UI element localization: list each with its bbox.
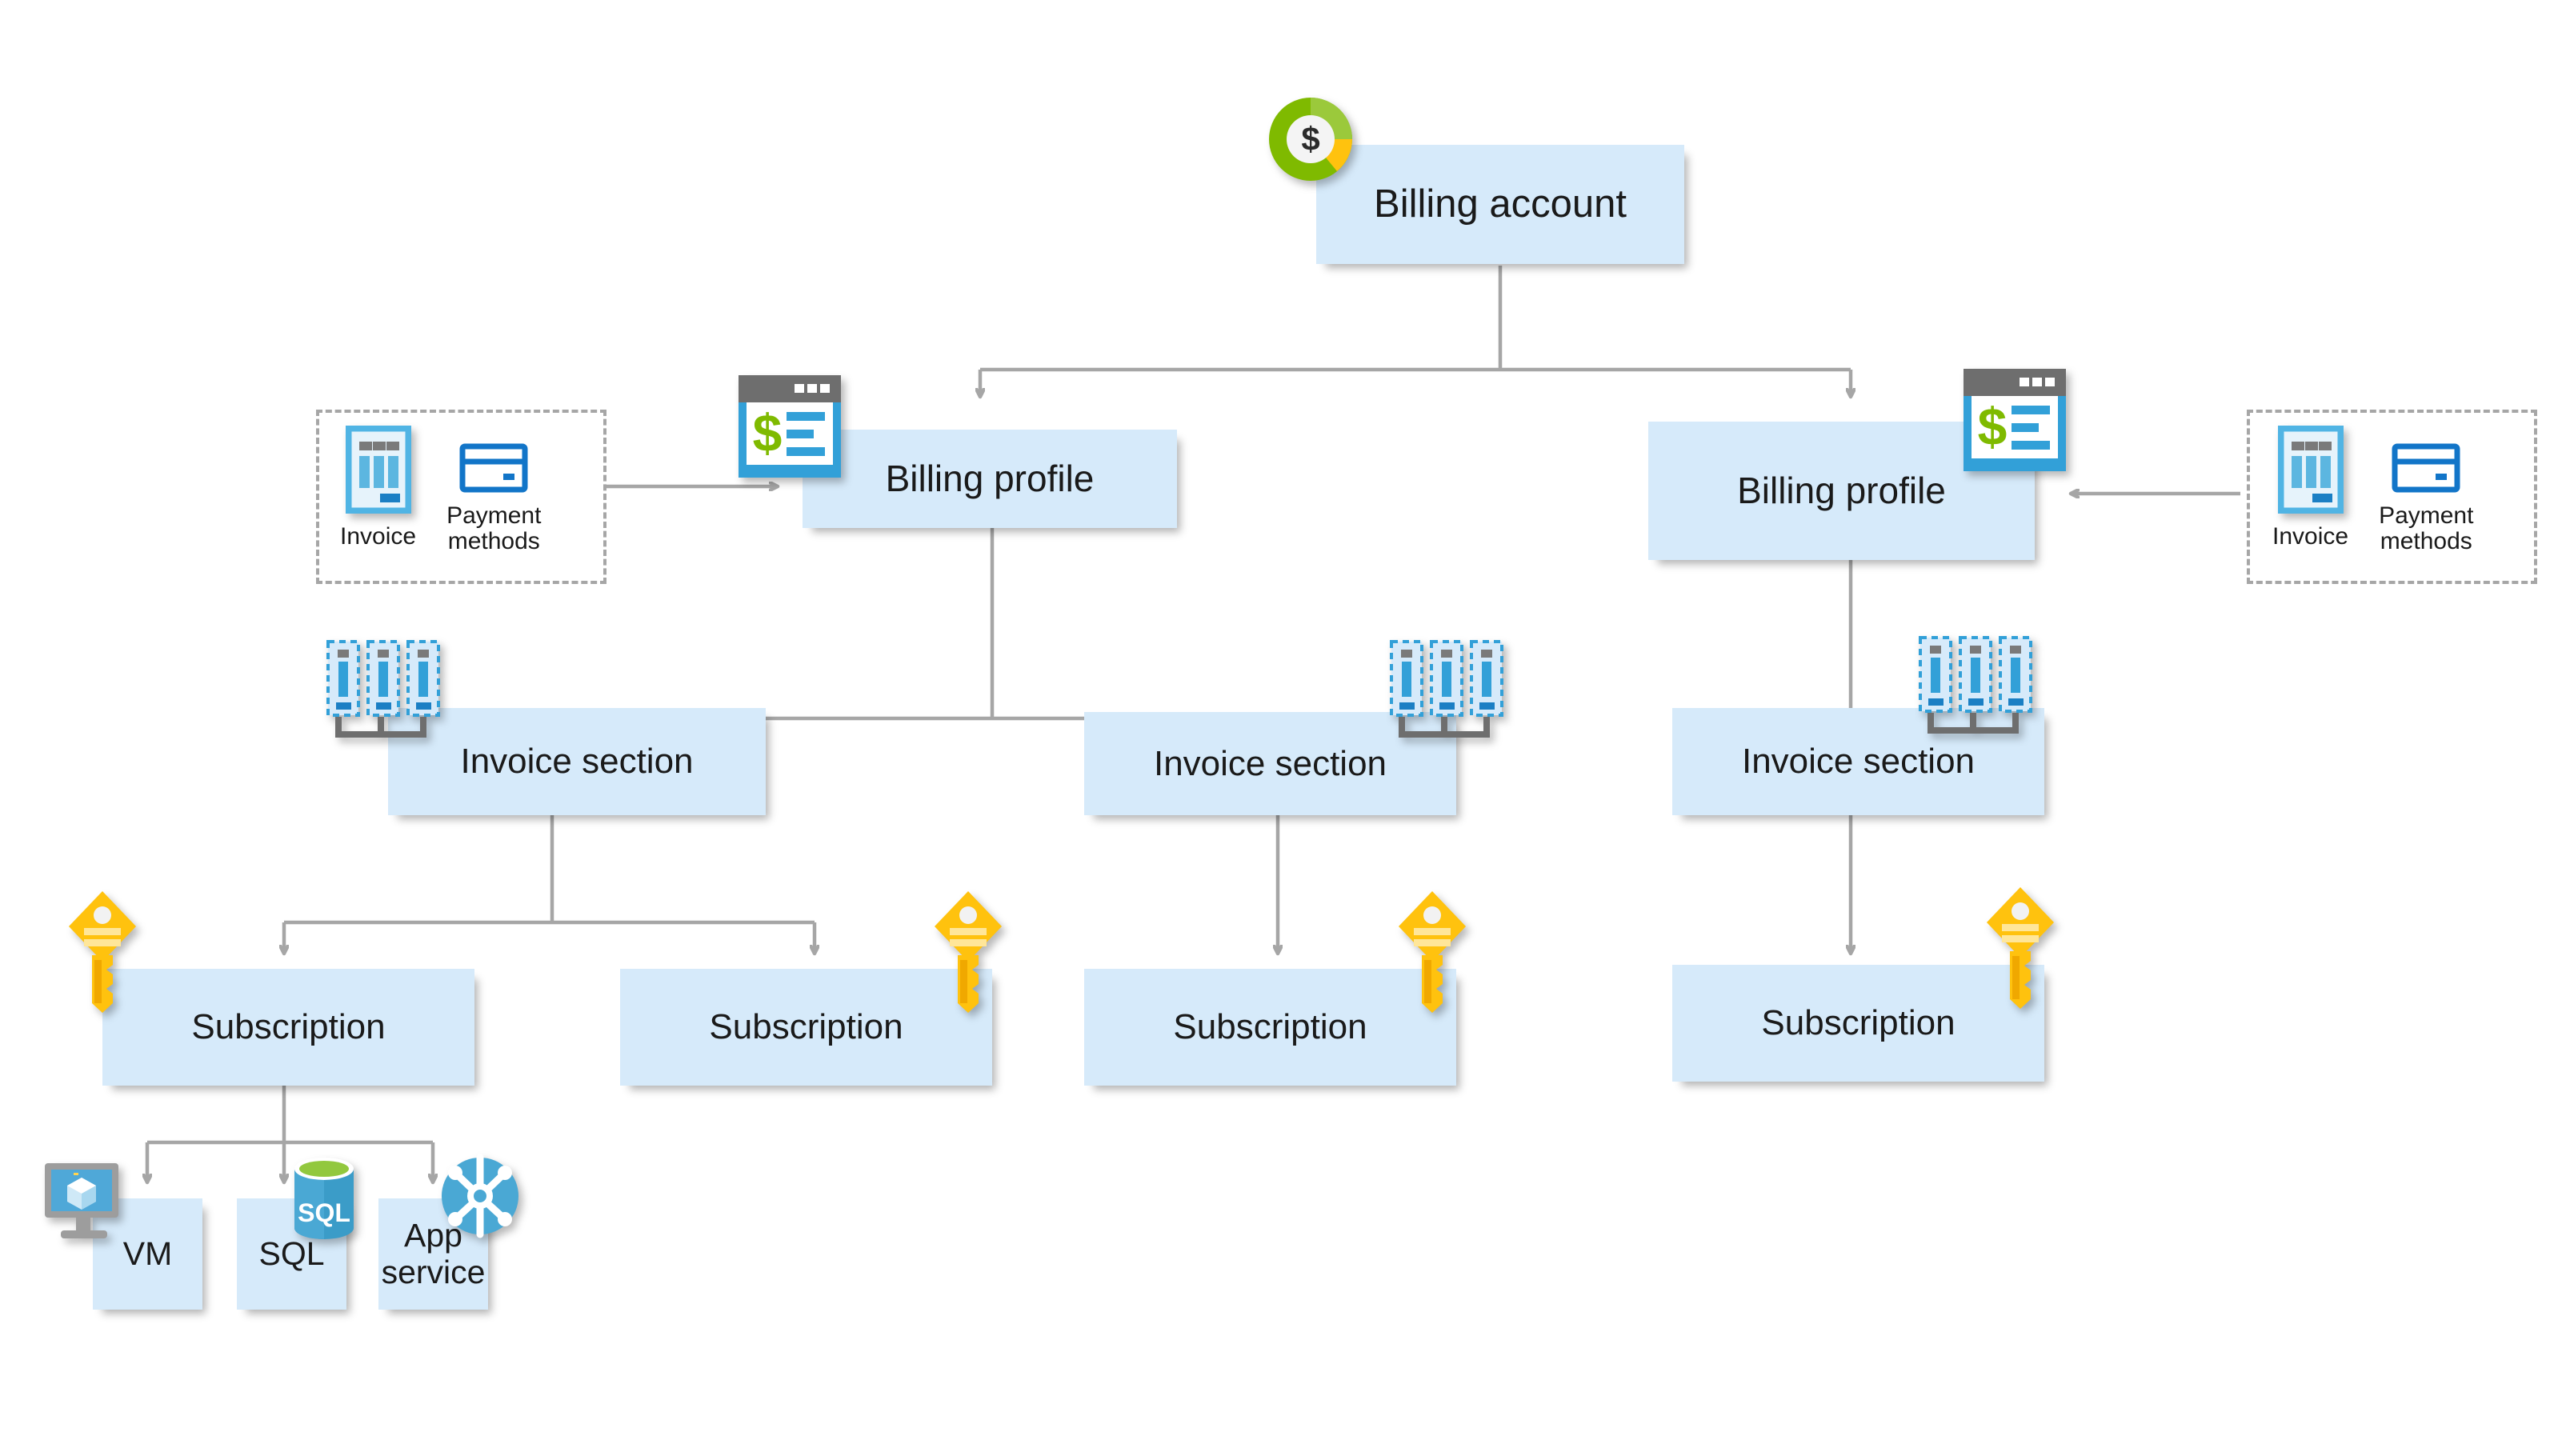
invoice-window-icon: $	[734, 370, 846, 486]
key-icon	[62, 886, 142, 1018]
credit-card-icon	[459, 443, 528, 497]
node-resource-sql-label: SQL	[258, 1234, 325, 1272]
node-resource-sql[interactable]: SQL	[237, 1198, 346, 1310]
invoice-window-icon: $	[1959, 364, 2071, 480]
left-invoice-payment-group	[316, 410, 606, 584]
node-subscription-3[interactable]: Subscription	[1084, 969, 1456, 1086]
svg-text:SQL: SQL	[298, 1198, 350, 1227]
invoice-group-icon	[1390, 640, 1510, 748]
app-service-globe-icon	[436, 1152, 524, 1244]
virtual-machine-icon	[40, 1158, 128, 1250]
left-payment-methods-label: Payment methods	[446, 502, 542, 555]
node-billing-profile-left[interactable]: Billing profile	[803, 430, 1177, 528]
node-subscription-4-label: Subscription	[1761, 1003, 1956, 1043]
invoice-doc-icon	[2276, 424, 2345, 518]
left-side-icon-group: Invoice Payment methods	[340, 424, 580, 555]
node-resource-app-service[interactable]: App service	[378, 1198, 488, 1310]
credit-card-icon	[2392, 443, 2460, 497]
sql-database-icon: SQL	[288, 1154, 360, 1254]
svg-text:$: $	[1301, 120, 1319, 158]
right-side-icon-group: Invoice Payment methods	[2272, 424, 2512, 555]
node-invoice-section-2-label: Invoice section	[1153, 743, 1387, 783]
donut-dollar-icon: $	[1263, 91, 1359, 191]
right-invoice-item: Invoice	[2272, 424, 2349, 550]
node-invoice-section-2[interactable]: Invoice section	[1084, 712, 1456, 815]
invoice-group-icon	[326, 640, 446, 748]
right-payment-methods-label: Payment methods	[2379, 502, 2474, 555]
node-invoice-section-3[interactable]: Invoice section	[1672, 708, 2044, 815]
left-invoice-label: Invoice	[340, 523, 417, 550]
node-invoice-section-3-label: Invoice section	[1741, 742, 1976, 782]
node-subscription-1-label: Subscription	[191, 1007, 386, 1047]
left-invoice-item: Invoice	[340, 424, 417, 550]
node-billing-profile-right-label: Billing profile	[1737, 469, 1946, 511]
right-invoice-payment-group	[2247, 410, 2537, 584]
node-subscription-2-label: Subscription	[709, 1007, 903, 1047]
key-icon	[928, 886, 1008, 1018]
node-invoice-section-1[interactable]: Invoice section	[388, 708, 766, 815]
svg-text:$: $	[753, 403, 783, 462]
key-icon	[1392, 886, 1472, 1018]
node-subscription-4[interactable]: Subscription	[1672, 965, 2044, 1082]
node-subscription-2[interactable]: Subscription	[620, 969, 992, 1086]
node-invoice-section-1-label: Invoice section	[460, 742, 694, 782]
invoice-doc-icon	[344, 424, 413, 518]
left-payment-methods-item: Payment methods	[446, 443, 541, 555]
node-resource-vm[interactable]: VM	[93, 1198, 202, 1310]
node-subscription-1[interactable]: Subscription	[102, 969, 474, 1086]
right-payment-methods-item: Payment methods	[2379, 443, 2473, 555]
invoice-group-icon	[1919, 636, 2039, 744]
node-resource-vm-label: VM	[122, 1234, 173, 1272]
node-billing-account[interactable]: Billing account	[1316, 145, 1684, 264]
node-billing-account-label: Billing account	[1374, 182, 1627, 226]
right-invoice-label: Invoice	[2272, 523, 2349, 550]
node-subscription-3-label: Subscription	[1173, 1007, 1367, 1047]
node-billing-profile-left-label: Billing profile	[885, 457, 1095, 499]
key-icon	[1980, 882, 2060, 1014]
svg-text:$: $	[1978, 397, 2008, 456]
